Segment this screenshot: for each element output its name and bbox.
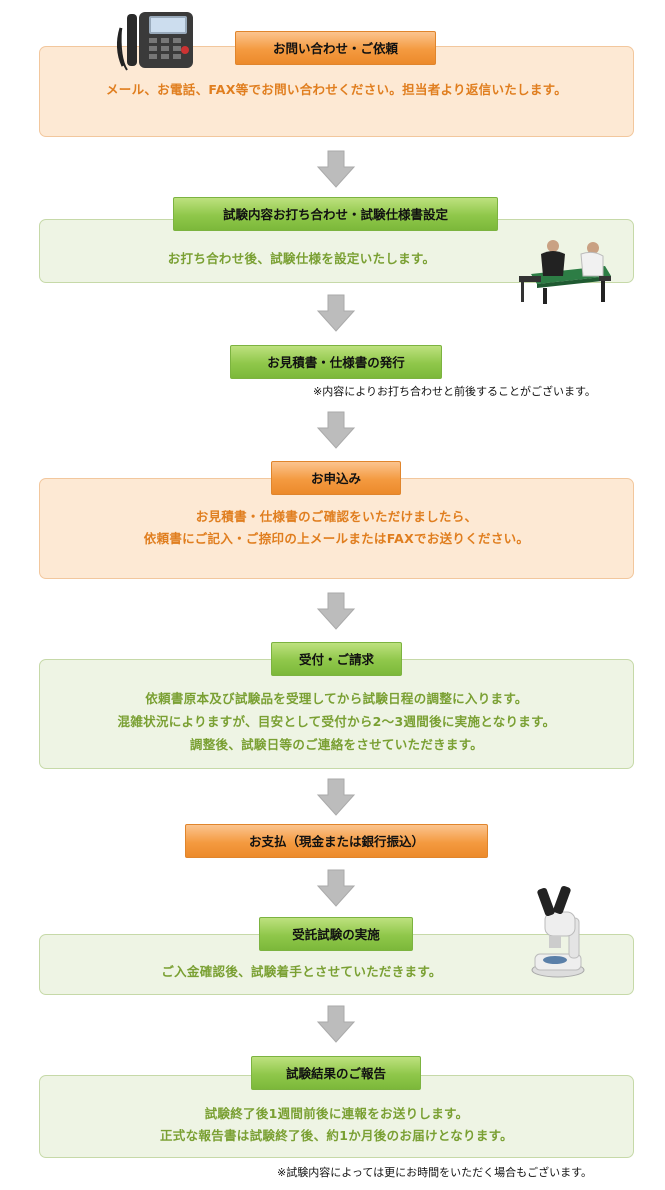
step-1-label: お問い合わせ・ご依頼 bbox=[235, 31, 436, 65]
step-2-label: 試験内容お打ち合わせ・試験仕様書設定 bbox=[173, 197, 498, 231]
step-5-box: 依頼書原本及び試験品を受理してから試験日程の調整に入ります。 混雑状況によります… bbox=[39, 659, 634, 769]
step-1-text-1: メール、お電話、FAX等でお問い合わせください。担当者より返信いたします。 bbox=[105, 82, 568, 97]
down-arrow-icon bbox=[316, 1005, 356, 1043]
step-8-box: 試験終了後1週間前後に連報をお送りします。 正式な報告書は試験終了後、約1か月後… bbox=[39, 1075, 634, 1158]
step-5-text-3: 調整後、試験日等のご連絡をさせていただきます。 bbox=[189, 737, 484, 752]
down-arrow-icon bbox=[316, 294, 356, 332]
step-2-text-1: お打ち合わせ後、試験仕様を設定いたします。 bbox=[167, 251, 436, 266]
step-5-text-1: 依頼書原本及び試験品を受理してから試験日程の調整に入ります。 bbox=[145, 691, 528, 706]
down-arrow-icon bbox=[316, 592, 356, 630]
step-4-label: お申込み bbox=[271, 461, 401, 495]
down-arrow-icon bbox=[316, 778, 356, 816]
step-8-text-2: 正式な報告書は試験終了後、約1か月後のお届けとなります。 bbox=[160, 1128, 513, 1143]
down-arrow-icon bbox=[316, 150, 356, 188]
step-5-text-2: 混雑状況によりますが、目安として受付から2～3週間後に実施となります。 bbox=[117, 714, 556, 729]
step-5-label: 受付・ご請求 bbox=[271, 642, 402, 676]
telephone-icon bbox=[113, 8, 198, 74]
step-8-label: 試験結果のご報告 bbox=[251, 1056, 421, 1090]
step-4-text-2: 依頼書にご記入・ご捺印の上メールまたはFAXでお送りください。 bbox=[143, 531, 530, 546]
meeting-icon bbox=[513, 232, 613, 307]
down-arrow-icon bbox=[316, 411, 356, 449]
step-6-label: お支払（現金または銀行振込） bbox=[185, 824, 488, 858]
footer-note: ※試験内容によっては更にお時間をいただく場合もございます。 bbox=[277, 1166, 593, 1179]
step-3-label: お見積書・仕様書の発行 bbox=[230, 345, 442, 379]
step-7-label: 受託試験の実施 bbox=[259, 917, 413, 951]
microscope-icon bbox=[525, 882, 590, 980]
step-3-note: ※内容によりお打ち合わせと前後することがございます。 bbox=[313, 385, 596, 398]
step-7-text-1: ご入金確認後、試験着手とさせていただきます。 bbox=[161, 964, 442, 979]
step-4-text-1: お見積書・仕様書のご確認をいただけましたら、 bbox=[195, 509, 478, 524]
down-arrow-icon bbox=[316, 869, 356, 907]
step-8-text-1: 試験終了後1週間前後に連報をお送りします。 bbox=[204, 1106, 469, 1121]
